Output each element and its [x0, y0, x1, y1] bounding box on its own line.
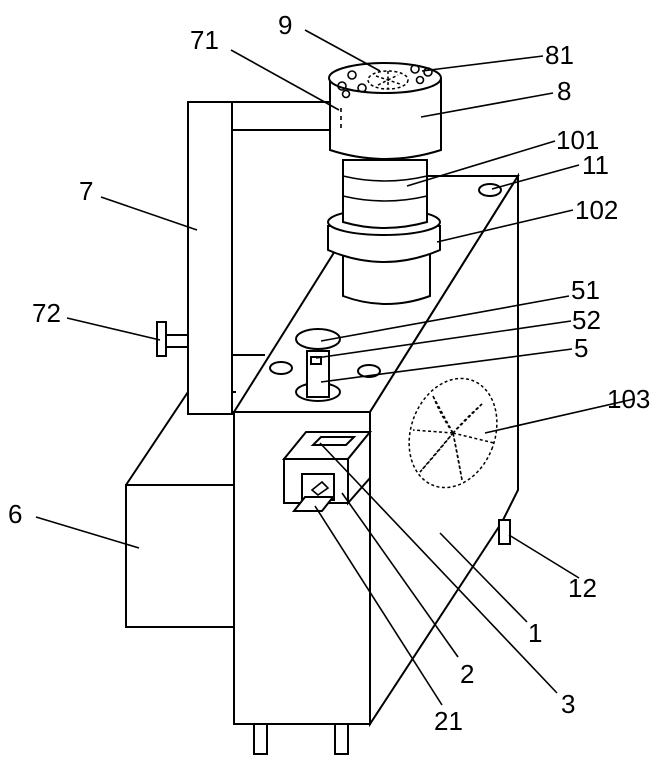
label-5: 5: [574, 333, 588, 363]
label-81: 81: [545, 40, 574, 70]
label-71: 71: [190, 25, 219, 55]
label-103: 103: [607, 384, 650, 414]
device-stack: [328, 63, 441, 304]
label-72: 72: [32, 298, 61, 328]
label-9: 9: [278, 10, 292, 40]
label-102: 102: [575, 195, 618, 225]
label-21: 21: [434, 706, 463, 736]
label-7: 7: [79, 176, 93, 206]
label-3: 3: [561, 689, 575, 719]
label-6: 6: [8, 499, 22, 529]
label-8: 8: [557, 76, 571, 106]
label-2: 2: [460, 659, 474, 689]
label-12: 12: [568, 573, 597, 603]
label-11: 11: [582, 150, 609, 180]
label-51: 51: [571, 275, 600, 305]
label-1: 1: [528, 618, 542, 648]
label-52: 52: [572, 305, 601, 335]
valve: [157, 322, 188, 356]
